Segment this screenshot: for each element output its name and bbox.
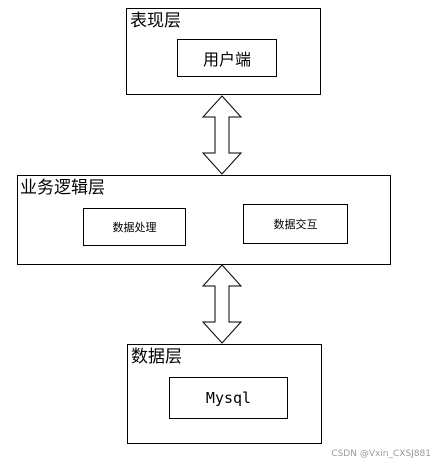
data-interaction-box: 数据交互	[243, 204, 348, 244]
presentation-layer-title: 表现层	[130, 11, 181, 31]
business-logic-layer-title: 业务逻辑层	[20, 178, 105, 198]
user-client-box: 用户端	[177, 39, 277, 77]
data-layer-box: 数据层 Mysql	[127, 344, 322, 444]
data-interaction-label: 数据交互	[273, 218, 318, 231]
business-logic-layer-box: 业务逻辑层 数据处理 数据交互	[17, 175, 391, 265]
data-layer-title: 数据层	[131, 347, 182, 367]
data-processing-box: 数据处理	[83, 208, 186, 246]
user-client-label: 用户端	[202, 50, 251, 69]
watermark: CSDN @Vxin_CXSJ881	[331, 449, 431, 459]
bidirectional-arrow-bottom	[201, 264, 243, 344]
presentation-layer-box: 表现层 用户端	[126, 8, 321, 95]
mysql-label: Mysql	[205, 389, 252, 407]
mysql-box: Mysql	[169, 377, 288, 419]
data-processing-label: 数据处理	[112, 221, 157, 234]
bidirectional-arrow-top	[201, 95, 243, 175]
